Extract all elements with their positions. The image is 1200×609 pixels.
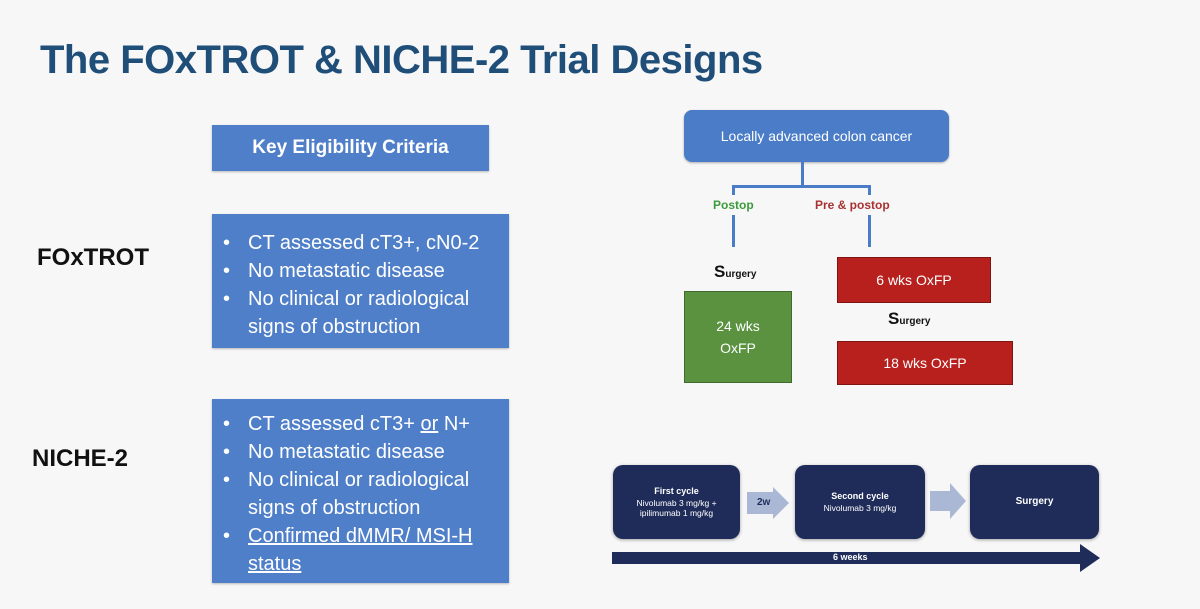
- connector-horizontal: [733, 185, 871, 188]
- preop-chemo-box: 6 wks OxFP: [837, 257, 991, 303]
- postop-chemo-duration: 24 wks: [716, 318, 760, 334]
- foxtrot-criterion: CT assessed cT3+, cN0-2: [223, 229, 509, 257]
- surgery-box: Surgery: [970, 465, 1099, 539]
- niche2-criterion-text: N+: [438, 413, 470, 435]
- foxtrot-criterion: No metastatic disease: [223, 257, 509, 285]
- first-cycle-box: First cycle Nivolumab 3 mg/kg + ipilimum…: [613, 465, 740, 539]
- timeline-duration-label: 6 weeks: [833, 552, 868, 562]
- postop-arm-label: Postop: [713, 198, 754, 212]
- arrow-right-icon: [930, 483, 966, 519]
- pre-postop-arm-label: Pre & postop: [815, 198, 890, 212]
- first-cycle-title: First cycle: [654, 486, 699, 496]
- eligibility-criteria-header: Key Eligibility Criteria: [212, 125, 489, 171]
- gap-label: 2w: [757, 497, 771, 508]
- first-cycle-drug: Nivolumab 3 mg/kg +: [636, 498, 717, 508]
- first-cycle-drug: ipilimumab 1 mg/kg: [639, 508, 714, 518]
- postop-surgery-label: Surgery: [714, 262, 756, 282]
- preop-surgery-label: Surgery: [888, 309, 930, 329]
- foxtrot-criterion: No clinical or radiological signs of obs…: [223, 285, 509, 341]
- second-cycle-box: Second cycle Nivolumab 3 mg/kg: [795, 465, 925, 539]
- connector-prepost-top: [868, 185, 871, 195]
- surgery-rest: urgery: [899, 316, 931, 327]
- niche2-criteria-box: CT assessed cT3+ or N+ No metastatic dis…: [212, 399, 509, 583]
- connector-prepost-down: [868, 215, 871, 247]
- arrow-gap-icon: [747, 487, 789, 519]
- niche2-criterion: CT assessed cT3+ or N+: [223, 410, 509, 438]
- timeline-arrow-icon: [612, 544, 1100, 572]
- connector-vertical-trunk: [801, 162, 804, 186]
- niche2-criterion: No clinical or radiological signs of obs…: [223, 466, 509, 522]
- surgery-title: Surgery: [1015, 495, 1054, 507]
- niche2-label: NICHE-2: [32, 445, 129, 472]
- niche2-criterion-text: CT assessed cT3+: [248, 413, 421, 435]
- surgery-initial: S: [888, 309, 900, 328]
- connector-postop-top: [732, 185, 735, 195]
- connector-postop-down: [732, 215, 735, 247]
- surgery-rest: urgery: [725, 269, 757, 280]
- niche2-criterion-or: or: [420, 413, 439, 435]
- niche2-criterion: No metastatic disease: [223, 438, 509, 466]
- niche2-criterion: Confirmed dMMR/ MSI-H status: [223, 522, 509, 578]
- page-title: The FOxTROT & NICHE-2 Trial Designs: [40, 38, 763, 82]
- second-cycle-drug: Nivolumab 3 mg/kg: [823, 503, 897, 513]
- foxtrot-label: FOxTROT: [37, 244, 149, 271]
- postop-chemo-regimen: OxFP: [720, 340, 756, 356]
- postop-chemo-box-red: 18 wks OxFP: [837, 341, 1013, 385]
- foxtrot-criteria-box: CT assessed cT3+, cN0-2 No metastatic di…: [212, 214, 509, 348]
- second-cycle-title: Second cycle: [831, 491, 889, 501]
- surgery-initial: S: [714, 262, 726, 281]
- locally-advanced-colon-cancer-box: Locally advanced colon cancer: [684, 110, 949, 162]
